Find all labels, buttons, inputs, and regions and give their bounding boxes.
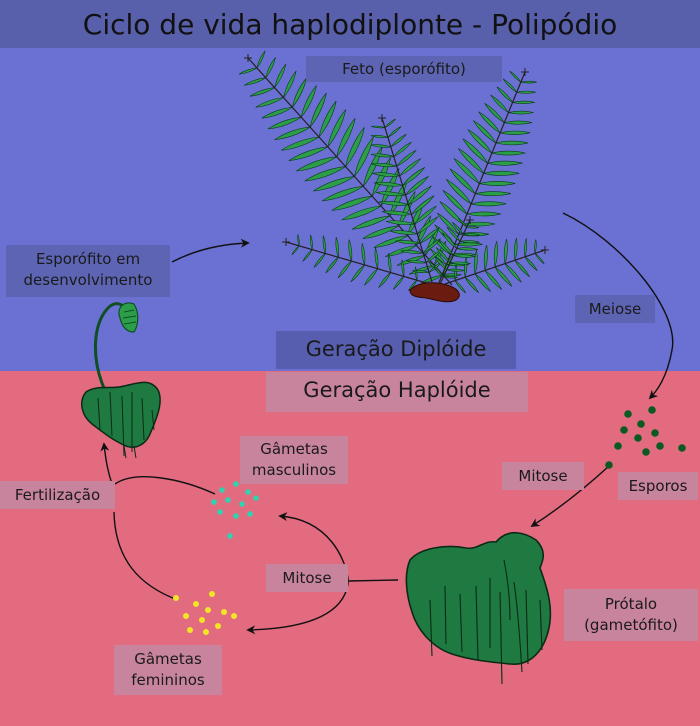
male-gametes-dots [211, 481, 259, 539]
arrow-meiosis [562, 212, 674, 400]
small-prothallus [80, 381, 161, 448]
page-title: Ciclo de vida haplodiplonte - Polipódio [82, 7, 618, 41]
fern-frond [433, 216, 480, 285]
label-sporophyte: Feto (esporófito) [306, 56, 502, 82]
title-bar: Ciclo de vida haplodiplonte - Polipódio [0, 0, 700, 48]
prothallus-shape [405, 531, 552, 665]
prothallus-rhizoids [429, 559, 543, 685]
rhizome-shape [409, 282, 460, 303]
label-mitosis-spores: Mitose [502, 462, 584, 490]
label-prothallus: Prótalo (gametófito) [564, 589, 698, 641]
label-male-gametes: Gâmetas masculinos [240, 436, 348, 484]
label-female-gametes: Gâmetas femininos [114, 645, 222, 695]
label-mitosis-gametes: Mitose [266, 564, 348, 592]
spores-dots [605, 406, 686, 469]
fern-frond [428, 68, 537, 286]
female-gametes-dots [173, 591, 237, 635]
fern-frond [238, 50, 454, 286]
arrow-fertilization [100, 442, 113, 485]
label-diploid-generation: Geração Diplóide [276, 331, 516, 369]
arrow-to-sporophyte [171, 238, 250, 263]
fertilization-bottom-arc [113, 511, 179, 601]
fern-frond [370, 114, 443, 283]
label-fertilization: Fertilização [0, 481, 115, 509]
label-meiosis: Meiose [575, 295, 655, 323]
arrow-mitosis-spores [530, 465, 610, 527]
fertilization-top-arc [114, 476, 216, 495]
label-developing-sporophyte: Esporófito em desenvolvimento [6, 245, 170, 297]
fern-sporophyte-illustration [238, 50, 549, 294]
label-haploid-generation: Geração Haplóide [266, 372, 528, 412]
mitosis-fork [347, 578, 399, 584]
label-spores: Esporos [618, 472, 698, 500]
fern-frond [282, 234, 431, 292]
fern-frond [444, 238, 549, 294]
